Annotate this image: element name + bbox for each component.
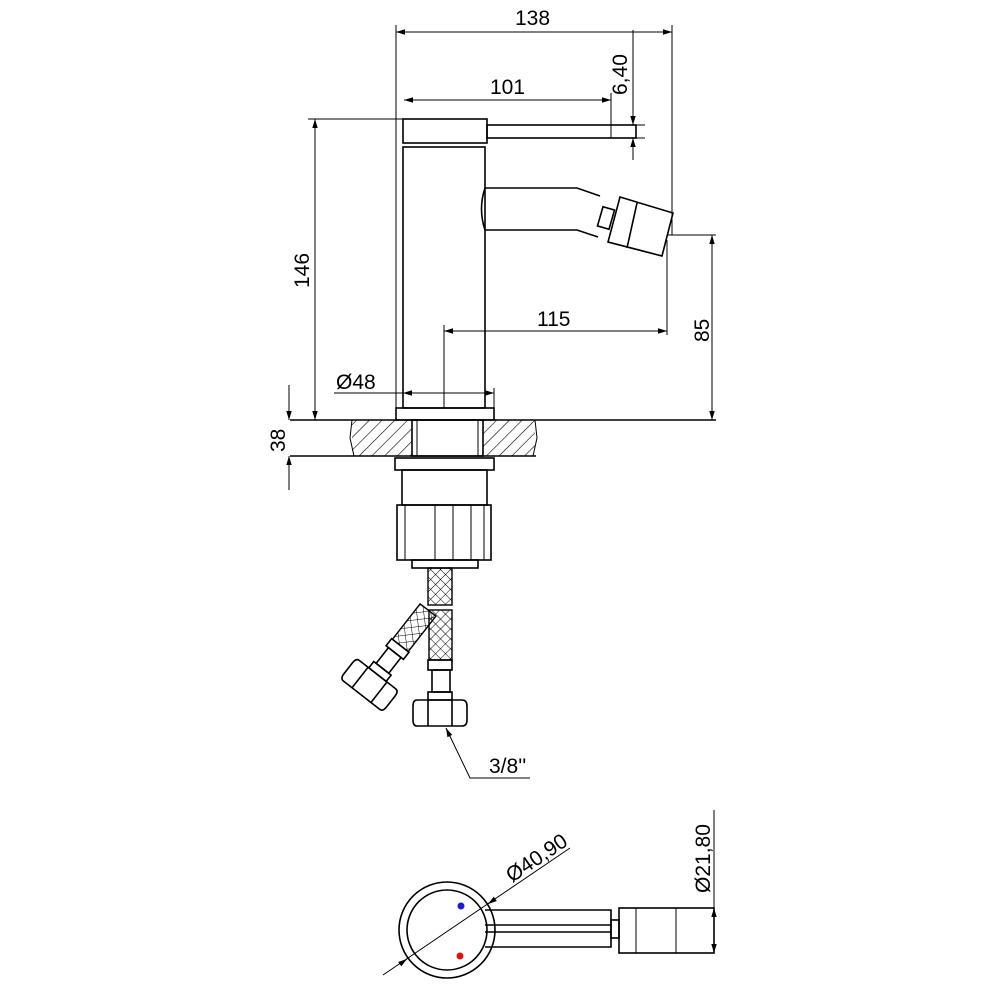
base-plate	[395, 407, 495, 421]
spout-connector	[596, 205, 616, 231]
ribbed-nut	[396, 504, 492, 561]
dim-lever-length: 101	[490, 76, 525, 99]
dimensions: 138 101 6,40 146 85 115 Ø48 38 3/8''	[267, 7, 716, 779]
dim-hose-thread: 3/8''	[489, 755, 526, 778]
dim-counter-thickness: 38	[267, 429, 290, 452]
nozzle-top	[618, 907, 715, 954]
hose-angled	[341, 602, 437, 711]
lever-handle-base	[402, 118, 488, 144]
hose-upper	[427, 567, 453, 606]
cold-indicator	[457, 902, 465, 910]
counter-hatch-left	[352, 420, 412, 456]
dim-spout-reach: 115	[537, 308, 570, 331]
side-view	[290, 118, 716, 727]
lever-bar	[486, 124, 637, 139]
spout	[480, 187, 601, 238]
hot-indicator	[456, 952, 464, 960]
dim-height: 146	[291, 253, 314, 288]
nozzle	[607, 195, 674, 257]
counter-hatch-right	[483, 420, 535, 456]
dim-lever-thickness: 6,40	[609, 54, 632, 95]
dim-spout-height: 85	[691, 319, 714, 342]
hex-nut-straight	[412, 699, 468, 727]
top-view: Ø40,90 Ø21,80	[382, 810, 717, 979]
dim-handle-diameter: Ø40,90	[502, 830, 572, 888]
dim-base-diameter: Ø48	[336, 371, 376, 394]
shank	[411, 419, 484, 457]
dim-overall-width: 138	[515, 7, 550, 30]
lever-top	[485, 909, 612, 948]
dim-nozzle-diameter: Ø21,80	[692, 824, 715, 893]
threaded-sleeve	[401, 469, 488, 506]
lock-nut	[394, 457, 495, 471]
